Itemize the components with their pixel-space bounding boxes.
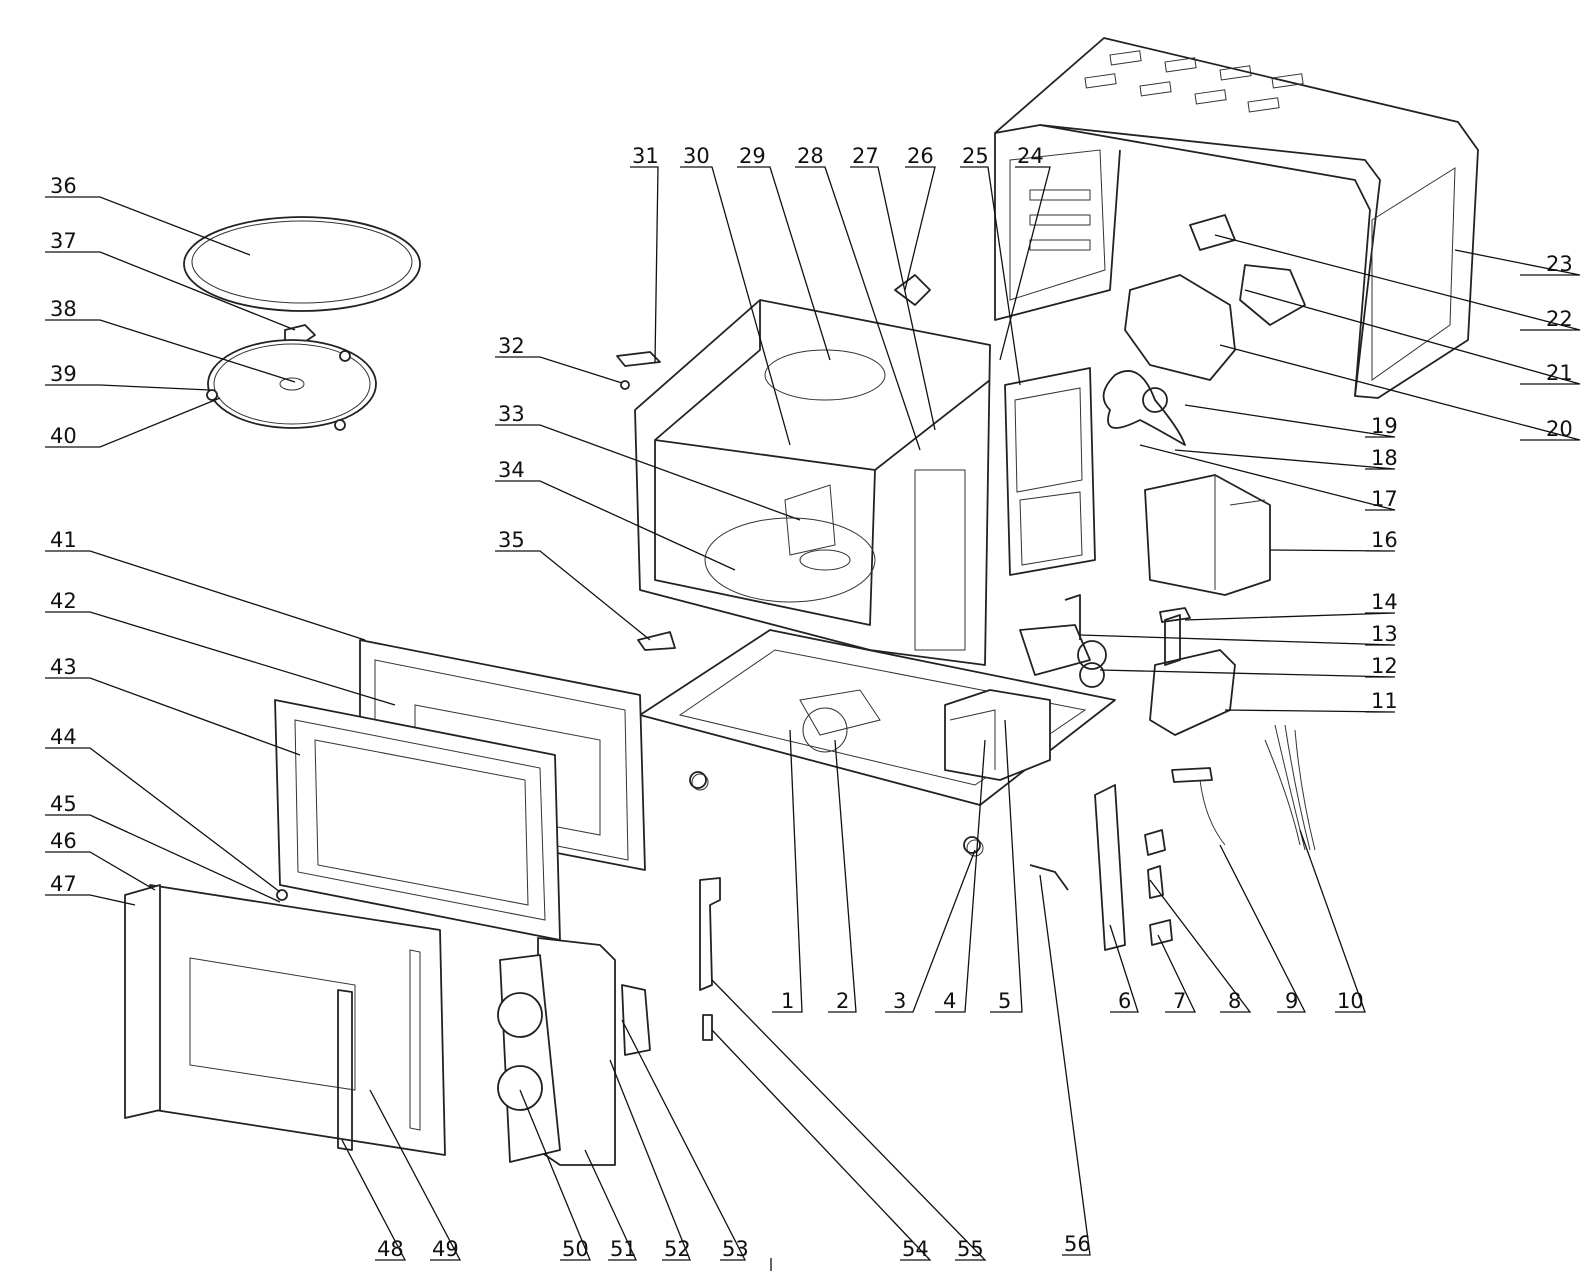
screw — [620, 380, 630, 390]
callout-24: 24 — [1017, 144, 1044, 168]
wiring-harness — [1264, 724, 1316, 851]
callout-28: 28 — [797, 144, 824, 168]
callout-14: 14 — [1371, 590, 1398, 614]
callout-53: 53 — [722, 1237, 749, 1261]
callout-37: 37 — [50, 229, 77, 253]
callout-34: 34 — [498, 458, 525, 482]
callout-labels: 31 30 29 28 27 26 25 24 36 37 38 39 40 3… — [50, 144, 1573, 1261]
glass-tray — [183, 216, 421, 312]
callout-55: 55 — [957, 1237, 984, 1261]
callout-48: 48 — [377, 1237, 404, 1261]
callout-18: 18 — [1371, 446, 1398, 470]
hinge-bracket — [637, 631, 676, 651]
outer-cabinet — [994, 37, 1479, 399]
callout-3: 3 — [893, 989, 906, 1013]
callout-19: 19 — [1371, 414, 1398, 438]
callout-22: 22 — [1546, 307, 1573, 331]
callout-43: 43 — [50, 655, 77, 679]
callout-7: 7 — [1173, 989, 1186, 1013]
callout-31: 31 — [632, 144, 659, 168]
callout-50: 50 — [562, 1237, 589, 1261]
door-front — [124, 884, 446, 1156]
callout-41: 41 — [50, 528, 77, 552]
magnetron — [1144, 474, 1271, 596]
callout-25: 25 — [962, 144, 989, 168]
leader-lines — [45, 166, 1581, 1261]
callout-33: 33 — [498, 402, 525, 426]
callout-44: 44 — [50, 725, 77, 749]
callout-17: 17 — [1371, 487, 1398, 511]
oven-cavity — [634, 299, 991, 666]
callout-51: 51 — [610, 1237, 637, 1261]
roller-ring — [206, 339, 377, 431]
callout-38: 38 — [50, 297, 77, 321]
top-bracket — [616, 351, 661, 367]
callout-9: 9 — [1285, 989, 1298, 1013]
callout-16: 16 — [1371, 528, 1398, 552]
callout-54: 54 — [902, 1237, 929, 1261]
callout-8: 8 — [1228, 989, 1241, 1013]
callout-21: 21 — [1546, 361, 1573, 385]
waveguide-cover — [894, 274, 931, 306]
callout-4: 4 — [943, 989, 956, 1013]
callout-11: 11 — [1371, 689, 1398, 713]
transformer — [944, 689, 1051, 781]
callout-12: 12 — [1371, 654, 1398, 678]
callout-6: 6 — [1118, 989, 1131, 1013]
control-panel — [497, 937, 651, 1166]
rear-panel — [1004, 367, 1096, 576]
thermal-fuse — [1029, 864, 1069, 891]
callout-56: 56 — [1064, 1232, 1091, 1256]
callout-39: 39 — [50, 362, 77, 386]
callout-27: 27 — [852, 144, 879, 168]
callout-40: 40 — [50, 424, 77, 448]
foot — [689, 771, 707, 789]
callout-30: 30 — [683, 144, 710, 168]
callout-47: 47 — [50, 872, 77, 896]
capacitor — [1019, 594, 1107, 688]
callout-26: 26 — [907, 144, 934, 168]
callout-49: 49 — [432, 1237, 459, 1261]
callout-35: 35 — [498, 528, 525, 552]
callout-36: 36 — [50, 174, 77, 198]
callout-20: 20 — [1546, 417, 1573, 441]
foot — [963, 836, 981, 854]
callout-32: 32 — [498, 334, 525, 358]
callout-29: 29 — [739, 144, 766, 168]
fan-assembly — [1102, 214, 1306, 446]
callout-52: 52 — [664, 1237, 691, 1261]
callout-42: 42 — [50, 589, 77, 613]
interlock-bracket — [1094, 767, 1226, 951]
callout-46: 46 — [50, 829, 77, 853]
callout-10: 10 — [1337, 989, 1364, 1013]
callout-23: 23 — [1546, 252, 1573, 276]
callout-1: 1 — [781, 989, 794, 1013]
callout-5: 5 — [998, 989, 1011, 1013]
callout-2: 2 — [836, 989, 849, 1013]
callout-45: 45 — [50, 792, 77, 816]
latch-hook — [699, 877, 721, 1041]
callout-13: 13 — [1371, 622, 1398, 646]
